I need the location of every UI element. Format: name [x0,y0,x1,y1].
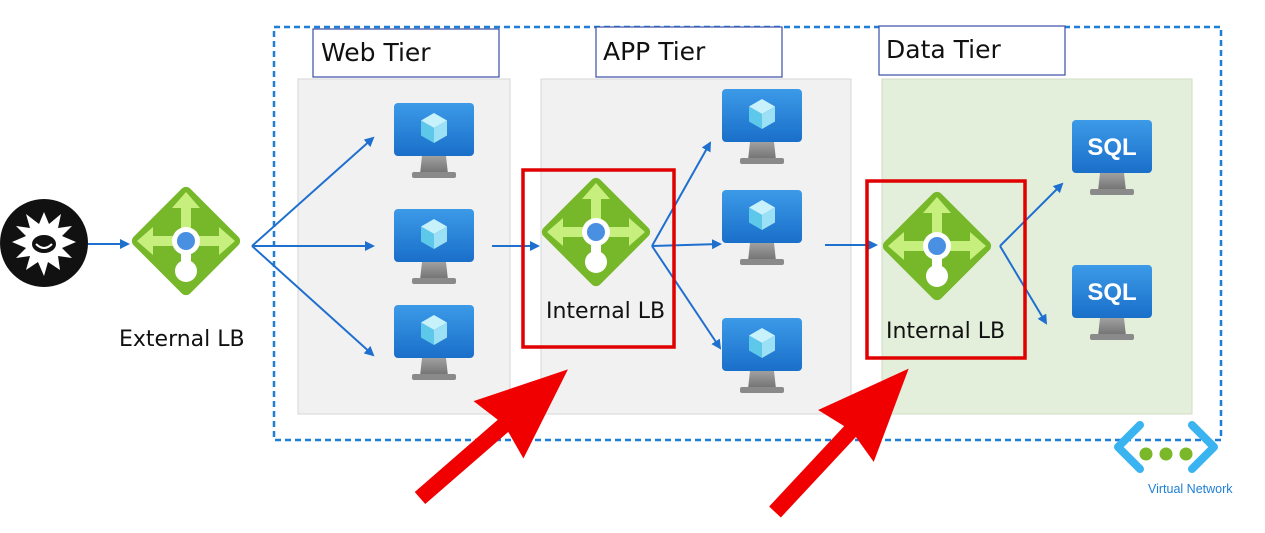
arrow-data-lb-to-sql-2 [999,245,1048,325]
app-tier-title: APP Tier [603,37,706,66]
sql-vm-1-label: SQL [1087,134,1136,161]
arrow-app-lb-to-app-vm-2 [651,239,722,250]
external-lb-label: External LB [119,327,245,352]
red-pointer-arrow-2 [769,368,909,518]
external-load-balancer-icon [129,184,243,298]
red-pointer-arrow-1 [414,369,568,505]
user-icon [0,199,88,287]
data-internal-lb-label: Internal LB [886,319,1005,344]
arrow-data-lb-to-sql-1 [999,182,1064,247]
arrow-app-lb-to-app-vm-3 [651,245,722,350]
arrow-app-lb-to-app-vm-1 [651,141,711,247]
arrow-external-lb-to-web-vm-3 [251,245,375,357]
web-tier-title-box [312,28,500,78]
data-tier-title: Data Tier [886,35,1001,64]
data-lb-highlight-box [865,179,1027,360]
arrow-external-lb-to-web-vm-1 [251,136,375,247]
virtual-network-icon [1114,421,1218,473]
app-lb-highlight-box [521,168,676,349]
data-tier-title-box [878,25,1066,76]
virtual-network-label: Virtual Network [1148,482,1233,496]
app-internal-lb-label: Internal LB [546,299,665,324]
sql-vm-2-label: SQL [1087,279,1136,306]
app-tier-title-box [595,26,783,78]
web-tier-title: Web Tier [321,38,431,67]
